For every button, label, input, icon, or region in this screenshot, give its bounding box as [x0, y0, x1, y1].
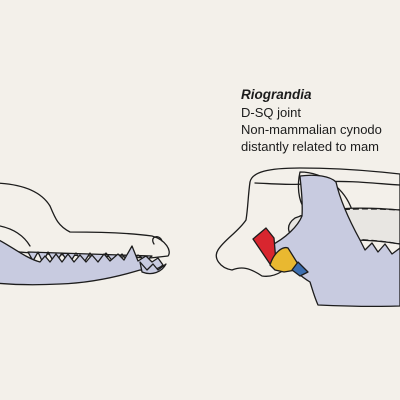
left-skull [0, 182, 170, 286]
riograndia-label-block: Riograndia D-SQ joint Non-mammalian cyno… [241, 86, 382, 155]
left-skull-detail-line [0, 225, 31, 247]
left-skull-cranium [0, 182, 170, 259]
description-line-1: Non-mammalian cynodo [241, 122, 382, 137]
left-nostril [152, 236, 163, 245]
right-red-bone [252, 227, 277, 265]
right-yellow-bone [269, 246, 299, 273]
taxon-name: Riograndia [241, 87, 312, 102]
left-jaw-front-teeth [139, 261, 167, 275]
right-blue-bone [291, 261, 309, 277]
joint-type-label: D-SQ joint [241, 105, 301, 120]
description-line-2: distantly related to mam [241, 139, 380, 154]
right-skull [215, 167, 400, 308]
left-lower-jaw [0, 239, 164, 286]
